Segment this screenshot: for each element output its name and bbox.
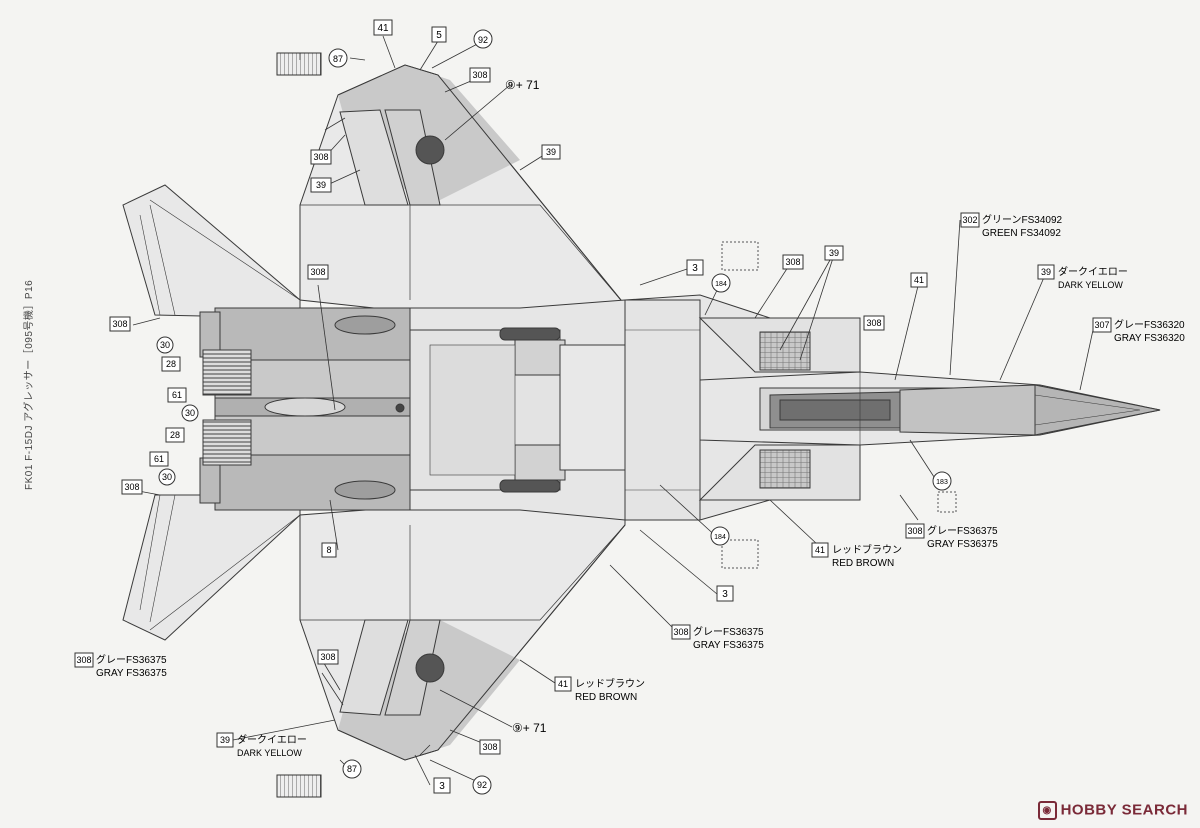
top-wing-callouts: 41 5 92 87 308 ⑨+ 71 308 39 39 (310, 19, 561, 193)
watermark: ◉HOBBY SEARCH (1037, 801, 1188, 820)
svg-text:308: 308 (124, 482, 139, 492)
svg-text:GRAY FS36375: GRAY FS36375 (927, 539, 998, 550)
svg-text:184: 184 (715, 281, 727, 288)
label-green-en: GREEN FS34092 (982, 228, 1061, 239)
svg-text:308: 308 (76, 655, 91, 665)
svg-text:28: 28 (166, 359, 176, 369)
callout-39-top-b: 39 (546, 147, 556, 157)
svg-text:308: 308 (866, 318, 881, 328)
svg-text:308: 308 (320, 652, 335, 662)
svg-text:308: 308 (112, 319, 127, 329)
svg-text:レッドブラウン: レッドブラウン (832, 543, 902, 556)
svg-text:41: 41 (914, 275, 924, 285)
svg-text:307: 307 (1094, 320, 1109, 330)
svg-text:レッドブラウン: レッドブラウン (575, 677, 645, 690)
aircraft-plan-view (122, 64, 1161, 761)
svg-text:RED BROWN: RED BROWN (575, 692, 637, 703)
svg-text:39: 39 (829, 248, 839, 258)
callout-308-top-a: 308 (472, 70, 487, 80)
svg-text:308: 308 (673, 627, 688, 637)
svg-text:61: 61 (172, 390, 182, 400)
svg-text:DARK YELLOW: DARK YELLOW (1058, 280, 1123, 290)
svg-text:87: 87 (347, 764, 357, 774)
center-callouts: 3 184 308 39 308 184 3 183 (686, 245, 952, 602)
callout-9-71-top: ⑨+ 71 (505, 78, 540, 92)
svg-text:308: 308 (785, 257, 800, 267)
upper-stabilizer (122, 184, 301, 319)
svg-text:ダークイエロー: ダークイエロー (237, 733, 307, 746)
svg-text:3: 3 (722, 589, 728, 600)
svg-text:30: 30 (185, 408, 195, 418)
svg-text:3: 3 (439, 781, 445, 792)
svg-text:39: 39 (1041, 267, 1051, 277)
bottom-wing-callouts: 308 ⑨+ 71 308 87 3 92 (317, 649, 547, 795)
label-green-jp: グリーンFS34092 (982, 213, 1063, 226)
svg-text:183: 183 (936, 479, 948, 486)
svg-text:30: 30 (162, 472, 172, 482)
callout-41-top: 41 (377, 23, 389, 34)
svg-text:308: 308 (482, 742, 497, 752)
radome (1034, 384, 1161, 436)
side-caption: FK01 F-15DJ アグレッサー［095号機］P16 (24, 279, 35, 490)
svg-text:3: 3 (692, 263, 698, 274)
svg-text:GRAY FS36320: GRAY FS36320 (1114, 333, 1185, 344)
callout-39-top-a: 39 (316, 180, 326, 190)
svg-text:ダークイエロー: ダークイエロー (1058, 265, 1128, 278)
lower-roundel (415, 653, 445, 683)
svg-text:30: 30 (160, 340, 170, 350)
svg-text:28: 28 (170, 430, 180, 440)
svg-text:GRAY FS36375: GRAY FS36375 (693, 640, 764, 651)
callout-5: 5 (436, 30, 442, 41)
svg-text:61: 61 (154, 454, 164, 464)
hobby-search-icon: ◉ (1037, 801, 1057, 820)
svg-text:302: 302 (962, 215, 977, 225)
color-labels: 302 グリーンFS34092 GREEN FS34092 41 39 ダークイ… (74, 212, 1185, 758)
callout-87-top: 87 (333, 54, 343, 64)
callout-9-71-bottom: ⑨+ 71 (512, 721, 547, 735)
svg-text:41: 41 (815, 545, 825, 555)
lower-stabilizer (122, 494, 301, 641)
callout-308-top-b: 308 (313, 152, 328, 162)
svg-text:DARK YELLOW: DARK YELLOW (237, 748, 302, 758)
svg-text:グレーFS36375: グレーFS36375 (693, 625, 764, 638)
svg-text:グレーFS36375: グレーFS36375 (96, 653, 167, 666)
svg-text:41: 41 (558, 679, 568, 689)
svg-text:39: 39 (220, 735, 230, 745)
watermark-text: HOBBY SEARCH (1060, 801, 1188, 819)
svg-text:8: 8 (326, 545, 331, 555)
tail-callouts: 308 308 30 28 61 30 28 61 30 308 8 (109, 264, 337, 558)
svg-text:184: 184 (714, 534, 726, 541)
svg-text:グレーFS36375: グレーFS36375 (927, 524, 998, 537)
svg-text:308: 308 (310, 267, 325, 277)
svg-text:グレーFS36320: グレーFS36320 (1114, 318, 1185, 331)
svg-text:308: 308 (907, 526, 922, 536)
upper-roundel (415, 135, 445, 165)
callout-92-top: 92 (478, 35, 488, 45)
svg-text:RED BROWN: RED BROWN (832, 558, 894, 569)
svg-text:GRAY FS36375: GRAY FS36375 (96, 668, 167, 679)
svg-text:92: 92 (477, 780, 487, 790)
